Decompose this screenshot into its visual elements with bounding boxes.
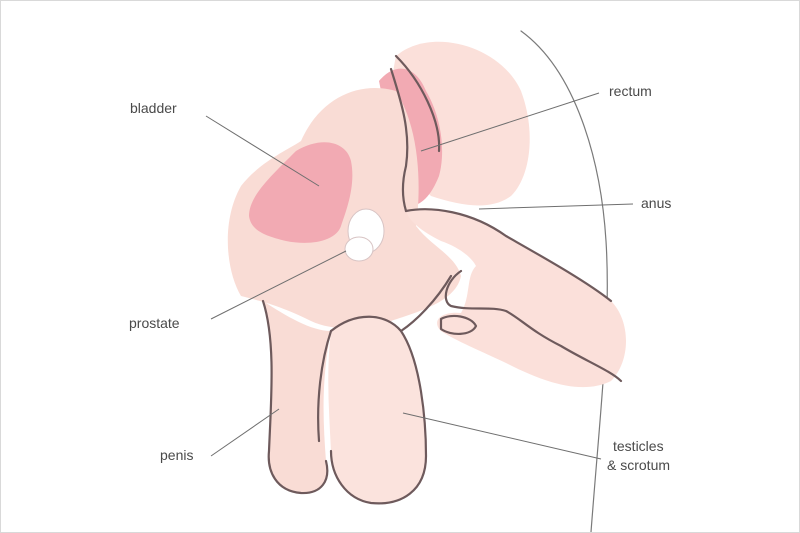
fingernail	[439, 314, 478, 335]
label-prostate: prostate	[129, 315, 180, 331]
scrotum-outline	[329, 315, 428, 505]
rectum-leader	[420, 92, 600, 152]
penis-outline	[261, 299, 329, 495]
prostate-lower	[344, 236, 374, 262]
prostate-leader	[210, 250, 347, 320]
rectum-wall	[394, 54, 441, 153]
label-rectum: rectum	[609, 83, 652, 99]
label-bladder: bladder	[130, 100, 177, 116]
perineum-outline	[399, 274, 453, 333]
rectum-outline	[389, 67, 409, 213]
label-testicles-line1: testicles	[613, 438, 664, 454]
label-anus: anus	[641, 195, 672, 211]
scrotum-shape	[328, 316, 426, 504]
bladder-leader	[205, 115, 320, 187]
hand-shape	[406, 209, 626, 388]
bladder-shape	[249, 142, 353, 243]
thumb-outline	[444, 269, 623, 383]
penis-shape	[263, 301, 331, 494]
penis-leader	[210, 408, 280, 457]
anus-leader	[478, 203, 634, 210]
testicles-leader	[402, 412, 602, 460]
finger-outline	[404, 208, 613, 303]
label-testicles-line2: & scrotum	[607, 457, 671, 473]
label-penis: penis	[160, 447, 194, 463]
penis-inner-outline	[317, 329, 333, 443]
body-contour	[520, 30, 608, 532]
